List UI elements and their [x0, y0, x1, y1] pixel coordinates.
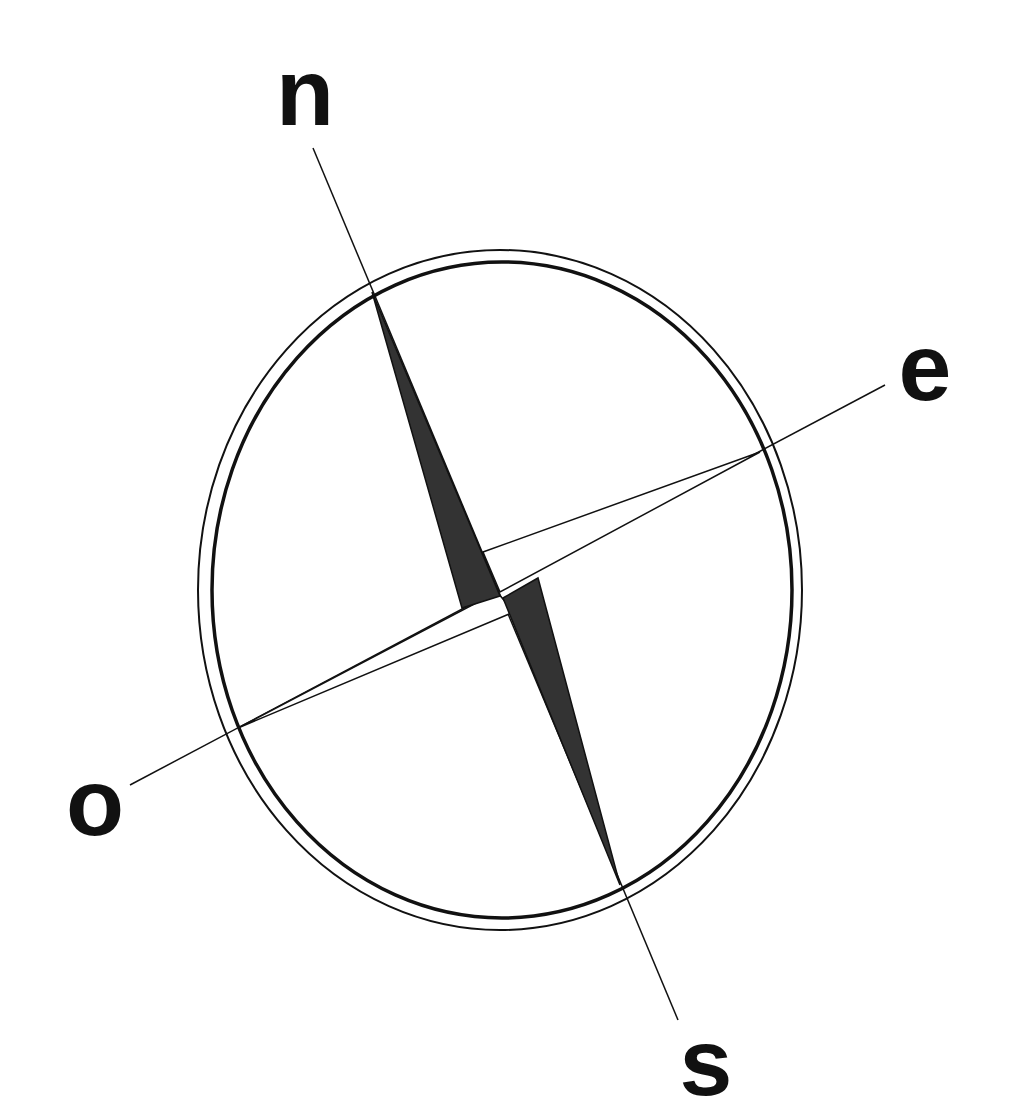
- north-needle: [372, 292, 500, 608]
- direction-label: e: [899, 320, 952, 415]
- east-west-axis: [130, 385, 885, 785]
- direction-label: s: [680, 1015, 733, 1110]
- east-needle: [483, 452, 760, 592]
- outer-ring: [198, 250, 802, 930]
- west-needle: [238, 592, 514, 728]
- direction-label: n: [276, 45, 334, 140]
- direction-label: o: [66, 755, 124, 850]
- inner-ring: [212, 262, 792, 918]
- south-needle: [503, 578, 620, 885]
- north-south-axis: [313, 148, 678, 1020]
